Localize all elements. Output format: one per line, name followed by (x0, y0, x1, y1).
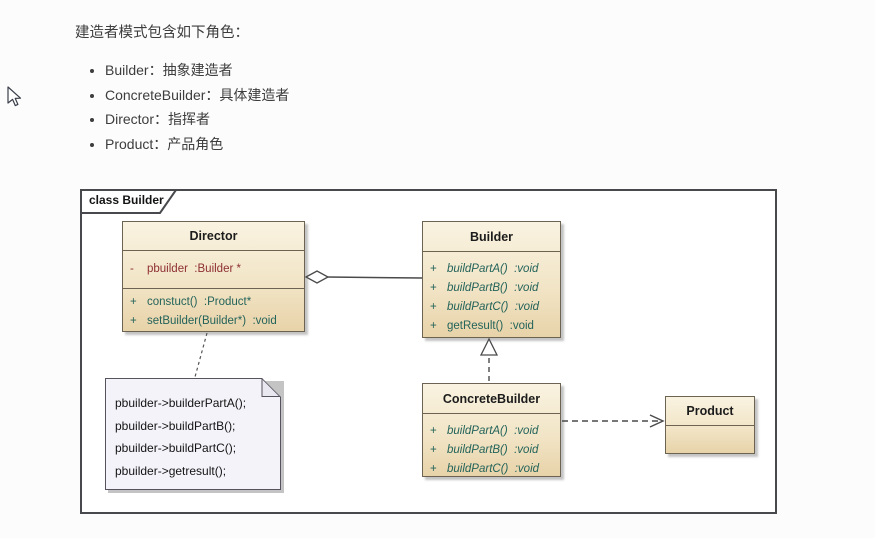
intro-heading: 建造者模式包含如下角色： (75, 25, 249, 41)
frame-tab: class Builder (80, 189, 180, 214)
role-item-director: Director：指挥者 (105, 111, 289, 127)
attributes-compartment: - pbuilder :Builder * (123, 250, 304, 288)
visibility-sign: + (430, 444, 437, 456)
note-fold-icon (261, 378, 281, 398)
empty-compartment (666, 425, 754, 453)
note-line: pbuilder->buildPartB(); (115, 418, 236, 433)
role-item-product: Product：产品角色 (105, 136, 289, 152)
operations-compartment: + buildPartA() :void + buildPartB() :voi… (423, 251, 560, 336)
class-box-builder: Builder + buildPartA() :void + buildPart… (422, 221, 561, 338)
note-line: pbuilder->builderPartA(); (115, 396, 247, 410)
member-signature: getResult() :void (447, 320, 534, 332)
role-item-builder: Builder：抽象建造者 (105, 62, 289, 78)
operation-row: + buildPartC() :void (423, 298, 560, 317)
operation-row: + setBuilder(Builder*) :void (123, 312, 304, 331)
visibility-sign: + (430, 301, 437, 313)
visibility-sign: + (430, 425, 437, 437)
class-name: Builder (469, 229, 514, 244)
note-line: pbuilder->getresult(); (115, 464, 227, 479)
visibility-sign: + (130, 296, 137, 308)
operation-row: + buildPartB() :void (423, 279, 560, 298)
visibility-sign: + (430, 320, 437, 332)
frame-tab-label: class Builder (89, 193, 164, 207)
operation-row: + buildPartC() :void (423, 460, 560, 479)
member-signature: buildPartC() :void (447, 463, 540, 475)
visibility-sign: + (430, 463, 437, 475)
note-body: pbuilder->builderPartA(); pbuilder->build… (106, 379, 280, 483)
operation-row: + buildPartA() :void (423, 422, 560, 441)
class-box-concretebuilder: ConcreteBuilder + buildPartA() :void + b… (422, 383, 561, 477)
attribute-row: - pbuilder :Builder * (123, 260, 304, 279)
visibility-sign: + (430, 263, 437, 275)
class-box-director: Director - pbuilder :Builder * + constuc… (122, 221, 305, 332)
member-signature: buildPartA() :void (447, 425, 539, 437)
note-line: pbuilder->buildPartC(); (115, 441, 237, 456)
member-signature: setBuilder(Builder*) :void (147, 315, 277, 327)
class-name: Director (189, 229, 238, 243)
operation-row: + buildPartA() :void (423, 260, 560, 279)
role-list: Builder：抽象建造者 ConcreteBuilder：具体建造者 Dire… (105, 62, 289, 160)
operations-compartment: + buildPartA() :void + buildPartB() :voi… (423, 413, 560, 479)
uml-note: pbuilder->builderPartA(); pbuilder->build… (105, 378, 281, 490)
frame-tab-shape (80, 189, 178, 214)
class-name: ConcreteBuilder (442, 391, 541, 406)
member-signature: buildPartA() :void (447, 263, 539, 275)
visibility-sign: + (130, 315, 137, 327)
member-signature: buildPartB() :void (447, 444, 539, 456)
operation-row: + constuct() :Product* (123, 293, 304, 312)
mouse-cursor-icon (7, 86, 22, 107)
member-signature: constuct() :Product* (147, 296, 252, 308)
operation-row: + buildPartB() :void (423, 441, 560, 460)
visibility-sign: - (130, 263, 134, 275)
operation-row: + getResult() :void (423, 317, 560, 336)
role-item-concretebuilder: ConcreteBuilder：具体建造者 (105, 87, 289, 103)
class-name: Product (686, 404, 734, 418)
member-signature: buildPartB() :void (447, 282, 539, 294)
class-box-product: Product (665, 396, 755, 454)
member-signature: buildPartC() :void (447, 301, 540, 313)
operations-compartment: + constuct() :Product* + setBuilder(Buil… (123, 288, 304, 333)
visibility-sign: + (430, 282, 437, 294)
member-signature: pbuilder :Builder * (147, 263, 241, 275)
